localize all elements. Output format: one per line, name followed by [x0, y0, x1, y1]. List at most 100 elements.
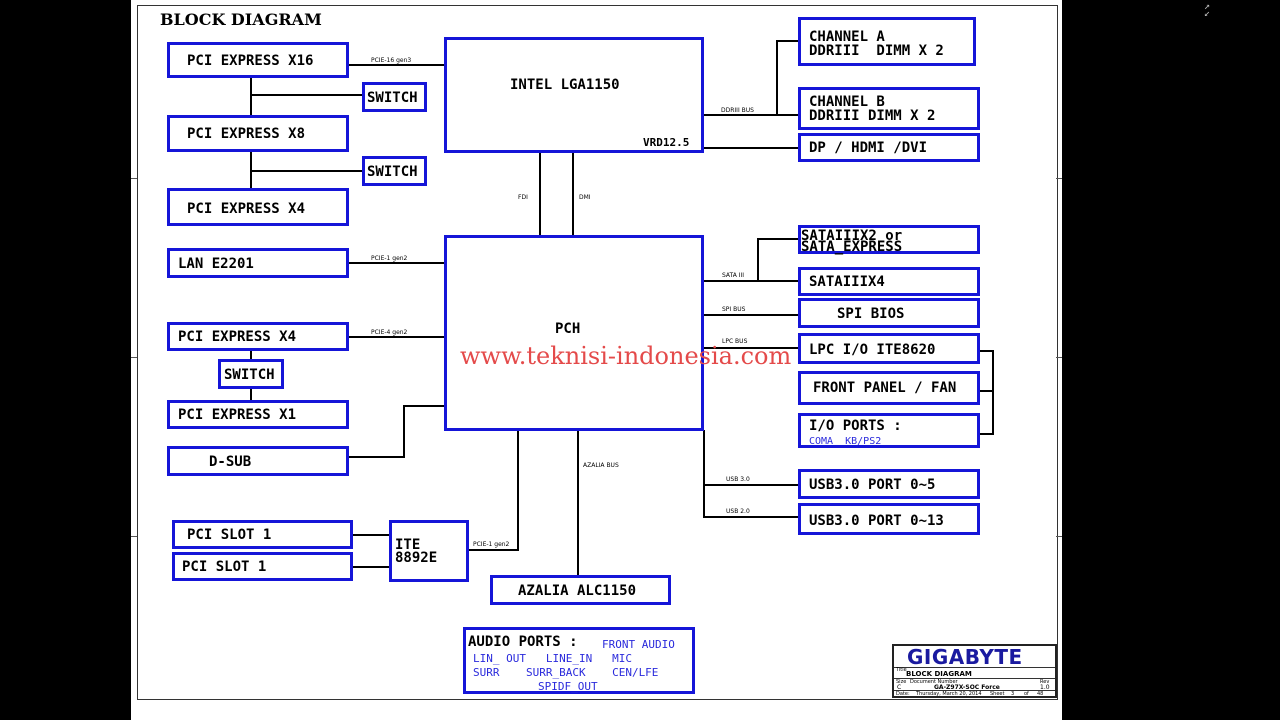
bus-label-ddr: DDRIII BUS	[721, 107, 754, 114]
fullscreen-icon[interactable]: ↗↙	[1204, 1, 1211, 19]
front-panel-block: FRONT PANEL / FAN	[798, 371, 980, 405]
wire-lpc-r2	[979, 390, 994, 392]
pcie-x1-block: PCI EXPRESS X1	[167, 400, 349, 429]
tb-docnum-label: Document Number	[910, 679, 958, 685]
audio-row1: LIN_ OUT LINE_IN MIC	[473, 652, 632, 665]
wire-pcie4	[348, 336, 445, 338]
pcie-x1-label: PCI EXPRESS X1	[178, 407, 297, 423]
tb-sheet: 3	[1011, 691, 1015, 697]
switch-2-block: SWITCH	[362, 156, 427, 186]
cpu-label: INTEL LGA1150	[510, 77, 620, 93]
pch-block: PCH	[444, 235, 704, 431]
bus-label-spi: SPI BUS	[722, 306, 746, 313]
io-ports-block: I/O PORTS : COMA KB/PS2	[798, 413, 980, 448]
pcie-x8-label: PCI EXPRESS X8	[187, 126, 306, 142]
front-panel-label: FRONT PANEL / FAN	[813, 380, 957, 396]
switch-3-block: SWITCH	[218, 359, 284, 389]
lpc-io-label: LPC I/O ITE8620	[809, 342, 936, 358]
border-tick	[1056, 178, 1062, 179]
bus-label-usb3: USB 3.0	[726, 476, 750, 483]
watermark: www.teknisi-indonesia.com	[460, 342, 792, 370]
channel-b-line2: DDRIII DIMM X 2	[809, 108, 936, 124]
usb3-b-block: USB3.0 PORT 0~13	[798, 503, 980, 535]
tb-divider	[894, 678, 1055, 679]
wire-lpc-r3	[979, 433, 994, 435]
vrd-label: VRD12.5	[643, 136, 690, 149]
tb-title-label: Title	[896, 667, 907, 673]
bus-label-dmi: DMI	[579, 194, 591, 201]
pcie-x16-block: PCI EXPRESS X16	[167, 42, 349, 78]
border-tick	[1056, 357, 1062, 358]
audio-row2: SURR SURR_BACK CEN/LFE	[473, 666, 659, 679]
cpu-block: INTEL LGA1150 VRD12.5	[444, 37, 704, 153]
spi-bios-label: SPI BIOS	[837, 306, 905, 322]
wire-usb2	[703, 516, 799, 518]
border-tick	[131, 357, 137, 358]
bus-label-lpc: LPC BUS	[722, 338, 748, 345]
pch-label: PCH	[555, 321, 581, 337]
channel-a-block: CHANNEL A DDRIII DIMM X 2	[798, 17, 976, 66]
diagram-title: BLOCK DIAGRAM	[160, 10, 322, 29]
lpc-io-block: LPC I/O ITE8620	[798, 333, 980, 364]
wire-spi	[703, 314, 799, 316]
tb-size: C	[897, 684, 902, 691]
lan-label: LAN E2201	[178, 256, 254, 272]
tb-date-label: Date:	[896, 691, 910, 697]
bus-label-usb2: USB 2.0	[726, 508, 750, 515]
wire-dsub-h	[348, 456, 404, 458]
audio-row3: SPIDF_OUT	[538, 680, 598, 693]
audio-front: FRONT AUDIO	[602, 638, 675, 651]
io-ports-sub: COMA KB/PS2	[809, 436, 882, 447]
pci-slot-b-block: PCI SLOT 1	[172, 552, 353, 581]
tb-of: 48	[1037, 691, 1044, 697]
sata4-block: SATAIIIX4	[798, 267, 980, 296]
wire-lpc	[703, 347, 799, 349]
gigabyte-logo: GIGABYTE	[907, 645, 1023, 669]
tb-sheet-label: Sheet	[990, 691, 1005, 697]
switch-1-label: SWITCH	[367, 90, 418, 106]
ite8892-line1: ITE	[395, 537, 421, 553]
tb-docnum: GA-Z97X-SOC Force	[934, 684, 1000, 691]
wire-usb-v	[703, 430, 705, 517]
wire-dmi	[572, 152, 574, 236]
switch-3-label: SWITCH	[224, 367, 275, 383]
title-block: GIGABYTE Title BLOCK DIAGRAM Size C Docu…	[892, 644, 1057, 698]
wire-ddr-v	[776, 40, 778, 116]
tb-rev-label: Rev	[1040, 679, 1050, 685]
tb-rev: 1.0	[1040, 684, 1050, 691]
usb3-a-block: USB3.0 PORT 0~5	[798, 469, 980, 499]
wire-x16-x8	[250, 77, 252, 115]
bus-label-azalia: AZALIA BUS	[583, 462, 619, 469]
wire-lpc-rv	[992, 350, 994, 435]
bus-label-fdi: FDI	[518, 194, 528, 201]
pci-slot-a-label: PCI SLOT 1	[187, 527, 272, 543]
pci-slot-a-block: PCI SLOT 1	[172, 520, 353, 549]
usb3-b-label: USB3.0 PORT 0~13	[809, 513, 944, 529]
pcie-x8-block: PCI EXPRESS X8	[167, 115, 349, 152]
sata4-label: SATAIIIX4	[809, 274, 885, 290]
tb-size-label: Size	[896, 679, 907, 685]
tb-divider	[894, 690, 1055, 691]
wire-slot-b	[352, 566, 390, 568]
lan-block: LAN E2201	[167, 248, 349, 278]
wire-sata-top	[757, 238, 799, 240]
switch-2-label: SWITCH	[367, 164, 418, 180]
border-tick	[131, 178, 137, 179]
dsub-label: D-SUB	[209, 454, 252, 470]
wire-lan	[348, 262, 445, 264]
dsub-block: D-SUB	[167, 446, 349, 476]
wire-azalia	[577, 430, 579, 577]
bus-label-pcie1-ite: PCIE-1 gen2	[473, 541, 510, 548]
pcie-x4-top-label: PCI EXPRESS X4	[187, 201, 306, 217]
wire-ddr-a	[776, 40, 799, 42]
wire-switch1	[250, 94, 362, 96]
pcie-x4-top-block: PCI EXPRESS X4	[167, 188, 349, 226]
wire-switch2	[250, 170, 362, 172]
channel-a-line1: CHANNEL A	[809, 29, 885, 45]
azalia-block: AZALIA ALC1150	[490, 575, 671, 605]
border-tick	[131, 536, 137, 537]
wire-sata	[703, 280, 799, 282]
audio-title: AUDIO PORTS :	[468, 634, 578, 650]
wire-fdi	[539, 152, 541, 236]
bus-label-pcie4: PCIE-4 gen2	[371, 329, 408, 336]
